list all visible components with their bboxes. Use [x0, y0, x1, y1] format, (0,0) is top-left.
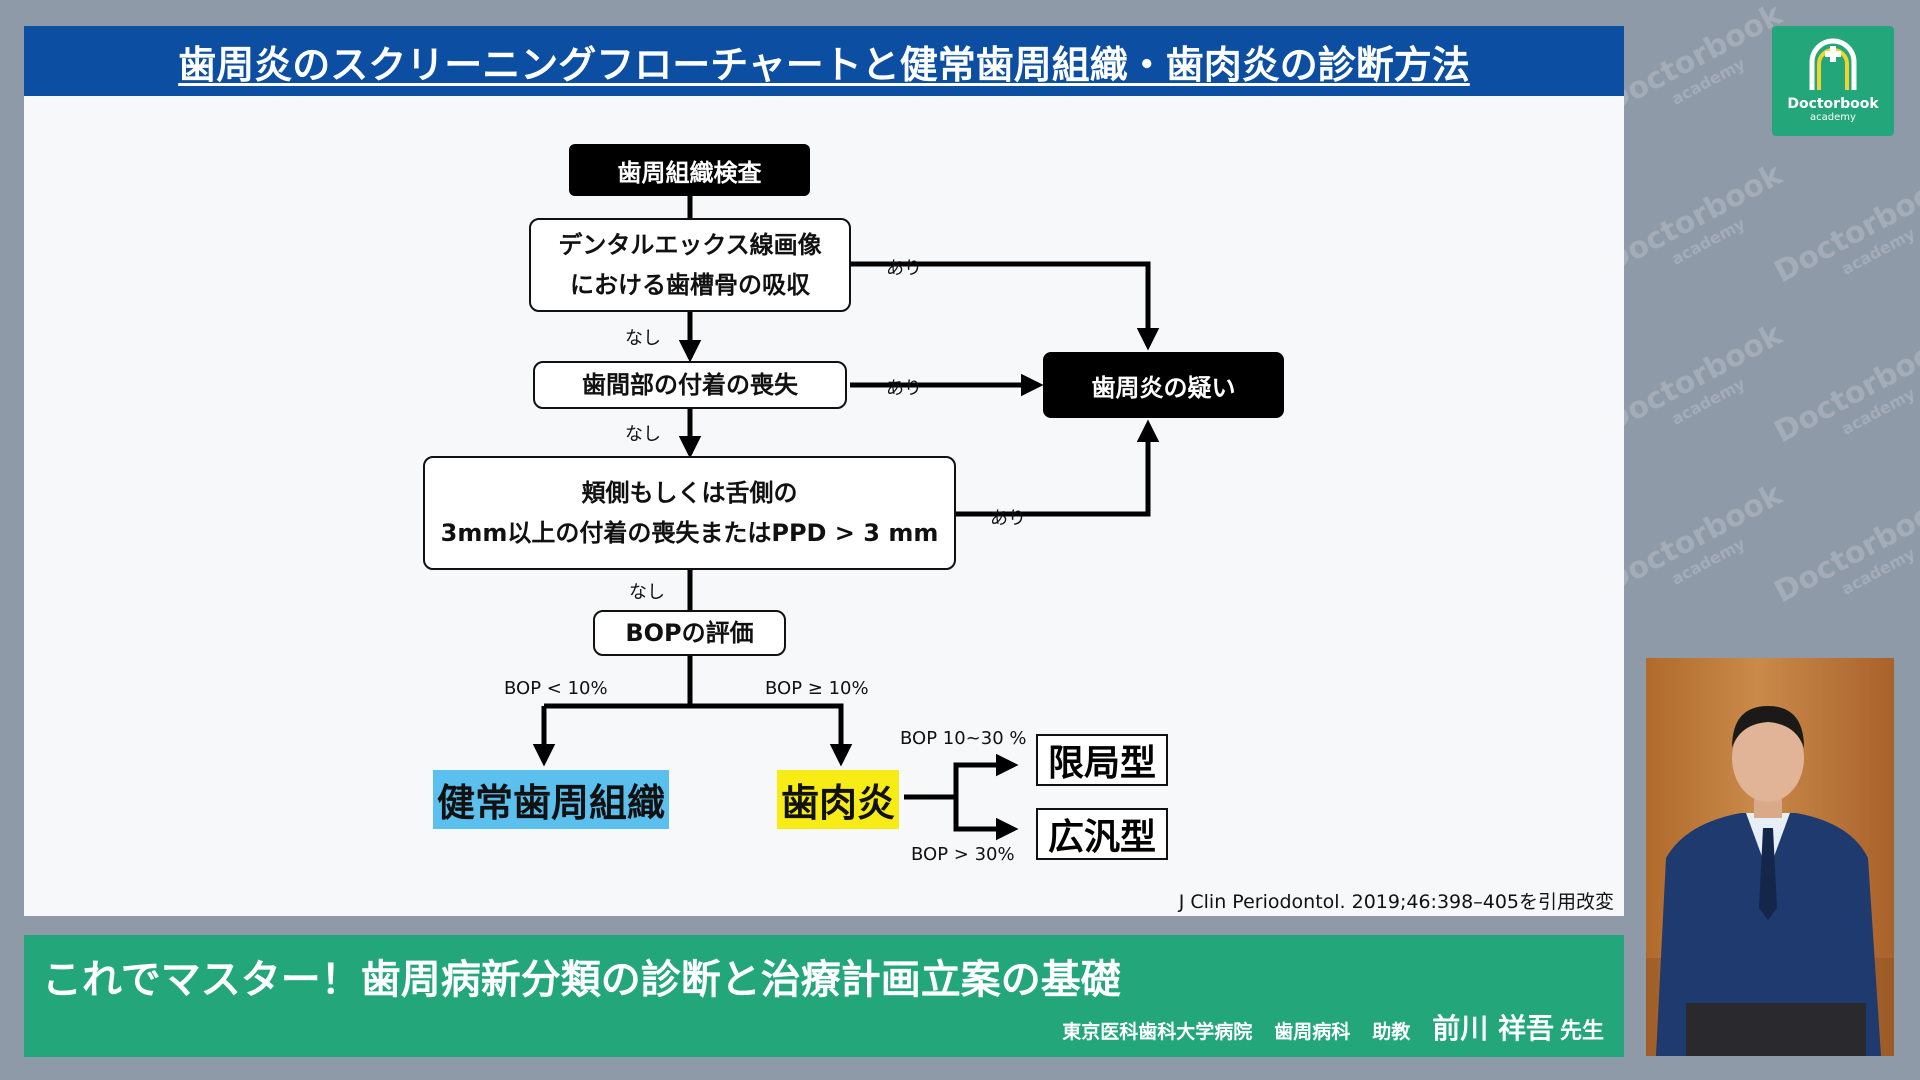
- question-interproximal-loss: 歯間部の付着の喪失: [533, 361, 847, 409]
- bop-low-label: BOP < 10%: [504, 678, 608, 699]
- periodontitis-suspect-node: 歯周炎の疑い: [1043, 352, 1284, 418]
- gingivitis-result: 歯肉炎: [777, 770, 900, 829]
- slide-header: 歯周炎のスクリーニングフローチャートと健常歯周組織・歯肉炎の診断方法: [24, 26, 1624, 96]
- question-bop: BOPの評価: [593, 610, 786, 656]
- start-node: 歯周組織検査: [569, 144, 810, 196]
- localized-type-box: 限局型: [1036, 734, 1168, 786]
- course-title: これでマスター！歯周病新分類の診断と治療計画立案の基礎: [42, 957, 1121, 1003]
- department-name: 歯周病科: [1274, 1021, 1351, 1043]
- no-label: なし: [629, 582, 665, 603]
- question-alveolar-bone: デンタルエックス線画像における歯槽骨の吸収: [529, 218, 851, 312]
- bop-high-label: BOP ≥ 10%: [765, 678, 869, 699]
- yes-label: あり: [990, 508, 1026, 529]
- position-title: 助教: [1372, 1021, 1411, 1043]
- speaker-name: 前川 祥吾: [1432, 1012, 1554, 1045]
- speaker-affiliation: 東京医科歯科大学病院歯周病科助教前川 祥吾先生: [1062, 1007, 1604, 1047]
- generalized-type-box: 広汎型: [1036, 808, 1168, 860]
- logo-name: Doctorbook: [1787, 96, 1879, 112]
- doctorbook-arch-icon: [1809, 38, 1857, 90]
- citation: J Clin Periodontol. 2019;46:398–405を引用改変: [1178, 891, 1614, 913]
- course-banner: これでマスター！歯周病新分類の診断と治療計画立案の基礎 東京医科歯科大学病院歯周…: [24, 935, 1624, 1057]
- no-label: なし: [625, 328, 661, 349]
- speaker-video: [1646, 658, 1894, 1056]
- bop-range-label: BOP 10~30 %: [900, 728, 1027, 749]
- flowchart-connectors: [532, 194, 1160, 841]
- slide: 歯周炎のスクリーニングフローチャートと健常歯周組織・歯肉炎の診断方法: [24, 26, 1624, 916]
- arrow-bop-high: [690, 703, 853, 767]
- yes-label: あり: [886, 258, 922, 279]
- speaker-figure: [1646, 706, 1894, 1056]
- no-label: なし: [625, 424, 661, 445]
- healthy-result: 健常歯周組織: [433, 770, 670, 829]
- logo-sub: academy: [1810, 112, 1856, 123]
- yes-label: あり: [886, 378, 922, 399]
- doctorbook-logo: Doctorbook academy: [1772, 26, 1894, 136]
- bop-over-label: BOP > 30%: [911, 844, 1015, 865]
- arrow-q3-yes: [954, 419, 1160, 517]
- arrow-generalized: [953, 797, 1019, 841]
- speaker-honorific: 先生: [1559, 1019, 1604, 1044]
- arrow-localized: [953, 753, 1019, 797]
- arrow-q1-yes: [850, 261, 1160, 351]
- slide-title: 歯周炎のスクリーニングフローチャートと健常歯周組織・歯肉炎の診断方法: [178, 43, 1470, 87]
- hospital-name: 東京医科歯科大学病院: [1062, 1021, 1253, 1043]
